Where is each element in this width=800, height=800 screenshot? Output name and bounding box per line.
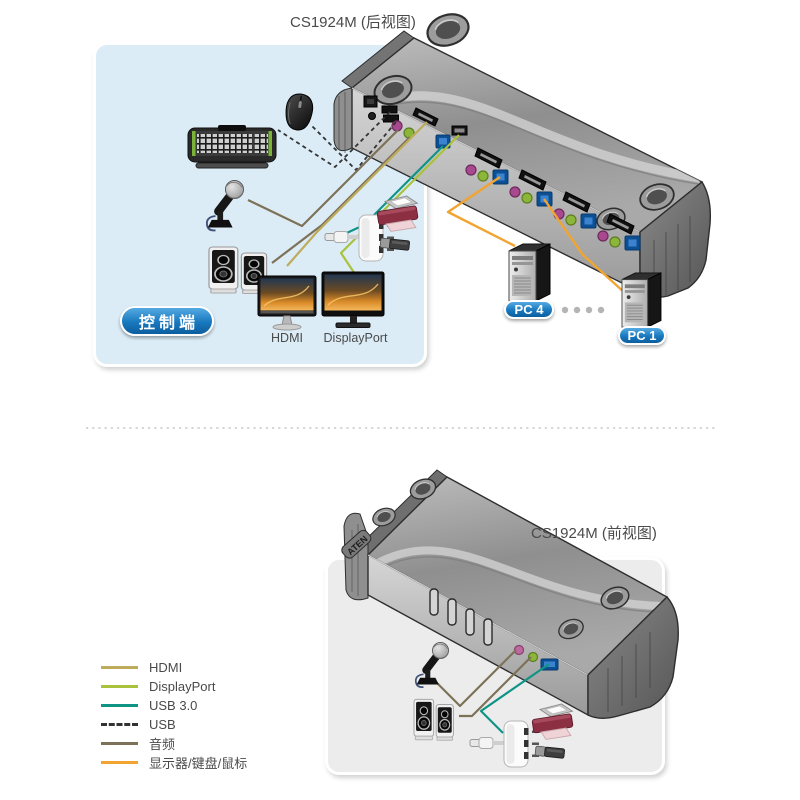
front-speaker-jack: [527, 651, 539, 663]
usb3-cable-hub-front: [479, 663, 550, 734]
kvm-cable-pc4: [446, 176, 516, 248]
pc1-tower-icon: [621, 272, 662, 328]
legend-label: DisplayPort: [149, 679, 216, 694]
hdmi-line-swatch: [101, 666, 138, 669]
legend-label: 显示器/键盘/鼠标: [149, 756, 248, 771]
usb-hub-icon-front: [468, 719, 541, 769]
audio-cable-mic-front: [433, 649, 517, 708]
mouse-icon: [285, 93, 314, 131]
kvm-cable-pc1: [543, 198, 626, 294]
usb3-line-swatch: [101, 704, 138, 707]
usb-cable-keyboard: [277, 111, 391, 168]
displayport-monitor-label: DisplayPort: [323, 331, 388, 345]
kvm-line-swatch: [101, 761, 138, 764]
audio-cable-speakers: [271, 136, 411, 264]
microphone-icon-front: [416, 642, 449, 687]
monitor-displayport-icon: [321, 271, 385, 328]
console-side-badge: 控制端: [120, 306, 214, 336]
legend-row-audio: 音频: [101, 734, 247, 753]
pc4-tower-icon: [508, 243, 551, 302]
audio-cable-mic: [247, 129, 399, 228]
legend-label: USB 3.0: [149, 698, 198, 713]
rubber-foot: [422, 8, 474, 52]
rear-kvm-switch: [333, 8, 712, 299]
usb-line-swatch: [101, 723, 138, 726]
ellipsis-dots: [561, 306, 605, 314]
monitor-hdmi-icon: [257, 275, 317, 331]
front-right-end-cap: [587, 595, 679, 719]
usb-cable-mouse: [309, 121, 397, 171]
microphone-icon: [207, 180, 244, 230]
usb-drive-icon-front: [534, 745, 566, 759]
hdmi-monitor-label: HDMI: [271, 331, 303, 345]
rear-view-title: CS1924M (后视图): [290, 14, 416, 31]
audio-line-swatch: [101, 742, 138, 745]
usb-drive-icon: [379, 237, 411, 251]
hdmi-cable: [286, 121, 428, 267]
legend: HDMI DisplayPort USB 3.0 USB 音频 显示器/键盘/鼠…: [101, 658, 247, 772]
legend-row-hdmi: HDMI: [101, 658, 247, 677]
legend-label: USB: [149, 717, 176, 732]
displayport-cable: [339, 134, 460, 275]
front-cables: [433, 649, 550, 734]
legend-row-usb: USB: [101, 715, 247, 734]
front-kvm-switch: ATEN: [341, 469, 679, 719]
keyboard-icon: [187, 125, 277, 169]
port-select-pushbuttons: [429, 588, 493, 646]
legend-row-usb3: USB 3.0: [101, 696, 247, 715]
legend-label: 音频: [149, 737, 176, 752]
rear-left-end-cap: [333, 87, 353, 152]
console-hdmi-port: [412, 107, 439, 127]
front-view-title: CS1924M (前视图): [531, 525, 657, 542]
pc1-badge: PC 1: [618, 326, 666, 345]
printer-icon-front: [531, 703, 575, 742]
legend-label: HDMI: [149, 660, 183, 675]
speakers-icon-front: [413, 698, 455, 741]
rear-console-ports: [363, 95, 468, 149]
audio-cable-speakers-front: [459, 656, 532, 718]
pc4-badge: PC 4: [504, 300, 554, 319]
legend-row-displayport: DisplayPort: [101, 677, 247, 696]
displayport-line-swatch: [101, 685, 138, 688]
legend-row-kvm: 显示器/键盘/鼠标: [101, 753, 247, 772]
